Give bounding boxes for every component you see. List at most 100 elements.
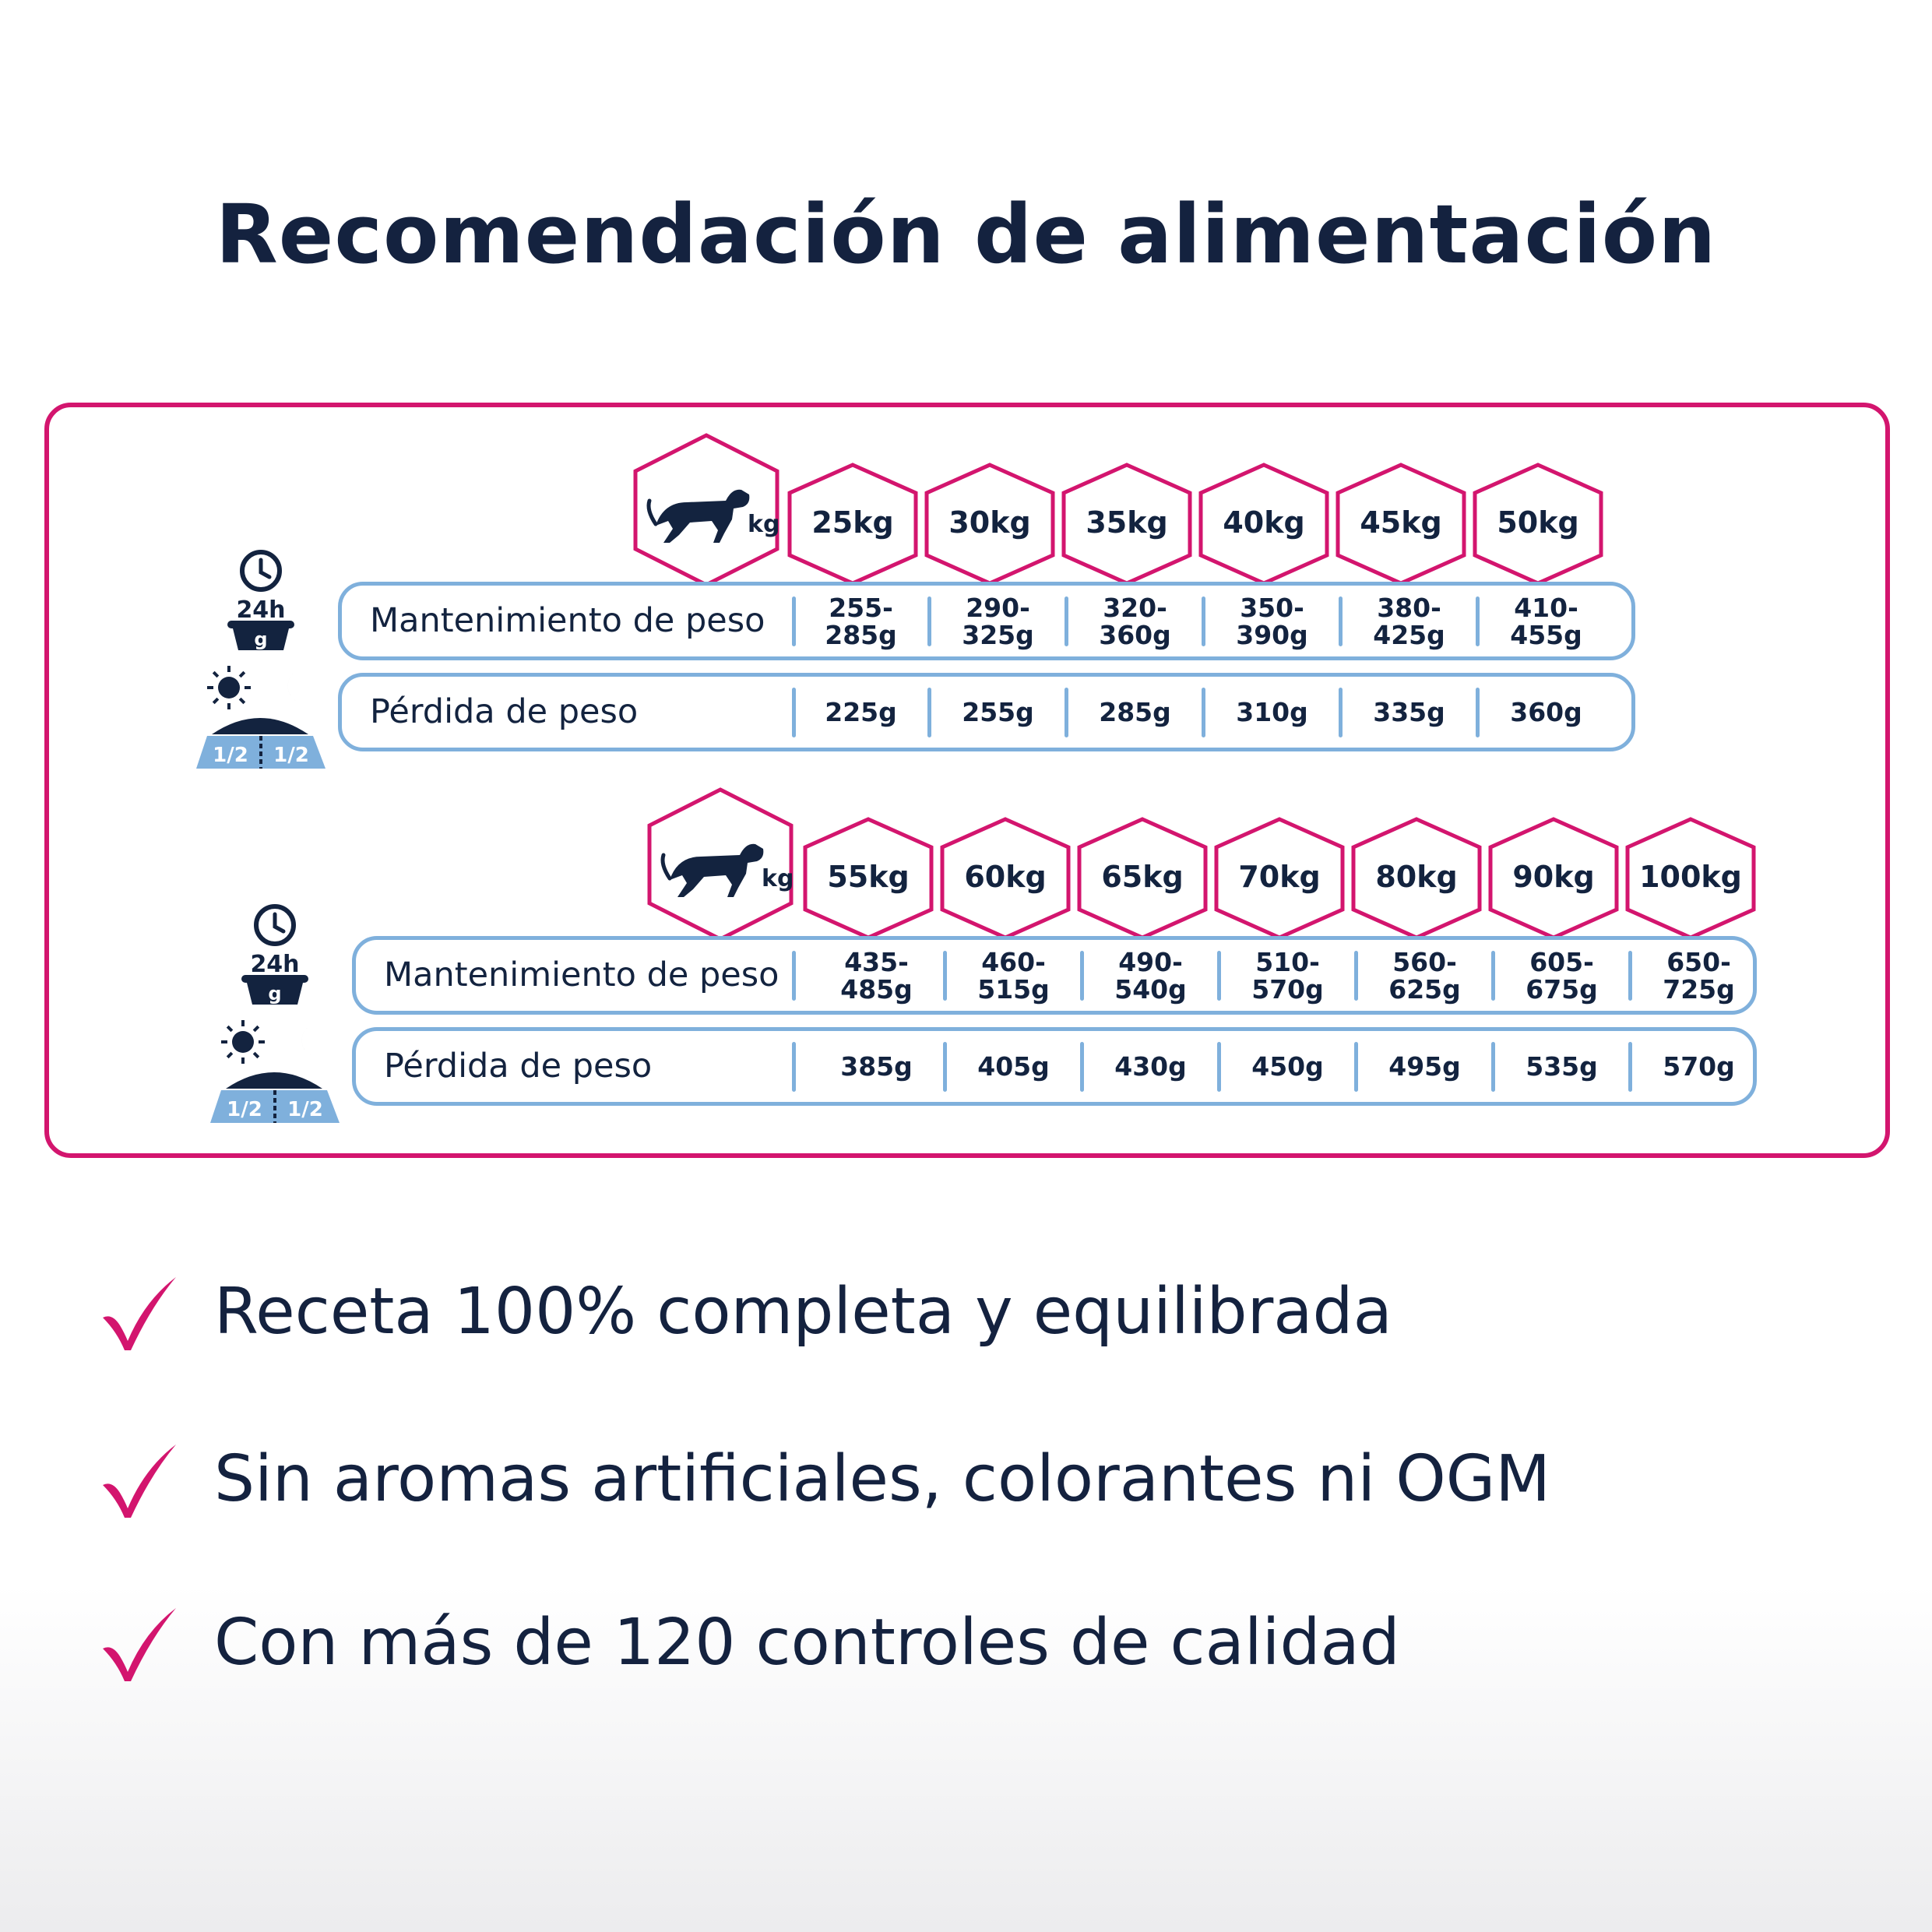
column-divider [792, 596, 796, 646]
weight-hexagon: 50kg [1472, 462, 1604, 586]
weight-label: 70kg [1238, 860, 1321, 894]
portion-value: 650- 725g [1663, 946, 1735, 1005]
portion-value: 405g [977, 1051, 1050, 1082]
clock-bowl-icon: 24h g 1/2 1/2 [210, 904, 340, 1123]
weight-label: 30kg [948, 505, 1031, 540]
benefit-text: Con más de 120 controles de calidad [214, 1606, 1400, 1680]
clock-icon [240, 550, 282, 592]
sun-icon [221, 1020, 265, 1064]
portion-value: 535g [1526, 1051, 1598, 1082]
feeding-table-frame [44, 403, 1890, 1158]
weight-hexagon: 30kg [924, 462, 1056, 586]
portion-value: 510- 570g [1251, 946, 1324, 1005]
portion-value: 320- 360g [1099, 592, 1171, 650]
weight-label: 90kg [1512, 860, 1595, 894]
portion-value: 360g [1510, 697, 1582, 727]
column-divider [1202, 596, 1205, 646]
half-left-label: 1/2 [213, 744, 248, 767]
column-divider [943, 1042, 947, 1092]
portion-value: 380- 425g [1373, 592, 1445, 650]
hours-label: 24h [250, 951, 299, 978]
portion-value: 255- 285g [825, 592, 897, 650]
benefit-item: Sin aromas artificiales, colorantes ni O… [0, 1437, 1932, 1530]
portion-value: 385g [840, 1051, 913, 1082]
weight-label: 40kg [1223, 505, 1305, 540]
column-divider [1628, 1042, 1632, 1092]
sun-icon [207, 666, 251, 709]
column-divider [1339, 688, 1343, 737]
portion-value: 290- 325g [962, 592, 1034, 650]
weight-label: 45kg [1360, 505, 1442, 540]
column-divider [927, 596, 931, 646]
moon-icon [301, 1025, 327, 1058]
portion-value: 490- 540g [1114, 946, 1187, 1005]
weight-hexagon: 80kg [1350, 816, 1483, 941]
benefit-text: Receta 100% completa y equilibrada [214, 1275, 1392, 1349]
weight-label: 60kg [964, 860, 1047, 894]
portion-value: 225g [825, 697, 897, 727]
portion-value: 410- 455g [1510, 592, 1582, 650]
portion-value: 460- 515g [977, 946, 1050, 1005]
column-divider [1354, 1042, 1358, 1092]
row-label: Pérdida de peso [384, 1047, 653, 1086]
column-divider [1476, 596, 1480, 646]
column-divider [1080, 1042, 1084, 1092]
weight-hexagon: 90kg [1487, 816, 1620, 941]
bowl-icon [241, 975, 308, 1005]
portion-value: 335g [1373, 697, 1445, 727]
portion-value: 435- 485g [840, 946, 913, 1005]
weight-unit-label: kg [748, 511, 779, 538]
weight-unit-label: kg [762, 865, 794, 892]
dog-weight-hexagon: kg [632, 432, 780, 588]
row-label: Mantenimiento de peso [370, 601, 765, 640]
weight-hexagon: 45kg [1335, 462, 1467, 586]
dog-icon [646, 489, 750, 543]
weight-label: 50kg [1497, 505, 1579, 540]
weight-hexagon: 60kg [939, 816, 1072, 941]
grams-label: g [254, 628, 267, 650]
column-divider [1217, 1042, 1221, 1092]
portion-value: 350- 390g [1236, 592, 1308, 650]
column-divider [792, 951, 796, 1001]
half-right-label: 1/2 [273, 744, 309, 767]
weight-hexagon: 70kg [1213, 816, 1346, 941]
column-divider [1065, 596, 1068, 646]
portion-value: 605- 675g [1526, 946, 1598, 1005]
grams-label: g [268, 983, 281, 1005]
column-divider [1202, 688, 1205, 737]
food-bowl-icon [210, 1072, 340, 1123]
maintenance-row: Mantenimiento de peso 255- 285g 290- 325g 3… [338, 582, 1635, 660]
dog-weight-hexagon: kg [646, 787, 794, 942]
weight-label: 80kg [1375, 860, 1458, 894]
column-divider [1080, 951, 1084, 1001]
column-divider [792, 1042, 796, 1092]
weight-label: 35kg [1086, 505, 1168, 540]
weight-hexagon: 65kg [1076, 816, 1209, 941]
column-divider [943, 951, 947, 1001]
benefit-item: Con más de 120 controles de calidad [0, 1600, 1932, 1694]
weight-label: 100kg [1639, 860, 1742, 894]
column-divider [1065, 688, 1068, 737]
moon-icon [287, 670, 313, 704]
feeding-icon-group: 24h g 1/2 1/2 [210, 903, 366, 1129]
weight-label: 55kg [827, 860, 910, 894]
half-left-label: 1/2 [227, 1098, 262, 1121]
page-title: Recomendación de alimentación [215, 187, 1717, 282]
weight-hexagon: 100kg [1624, 816, 1757, 941]
portion-value: 570g [1663, 1051, 1735, 1082]
column-divider [1628, 951, 1632, 1001]
bowl-icon [227, 621, 294, 650]
column-divider [1491, 951, 1495, 1001]
weight-hexagon: 40kg [1198, 462, 1330, 586]
weight-hexagon: 35kg [1061, 462, 1193, 586]
half-right-label: 1/2 [287, 1098, 323, 1121]
column-divider [927, 688, 931, 737]
weight-label: 25kg [811, 505, 894, 540]
dog-icon [660, 843, 764, 897]
portion-value: 285g [1099, 697, 1171, 727]
benefit-text: Sin aromas artificiales, colorantes ni O… [214, 1442, 1551, 1516]
